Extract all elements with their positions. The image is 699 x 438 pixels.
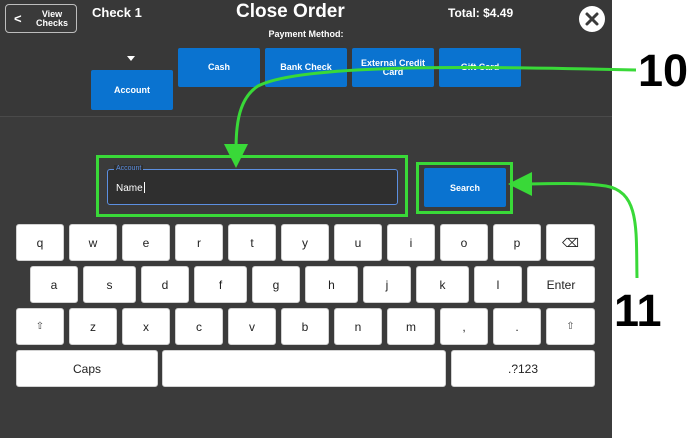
shift-icon: ⇧ (35, 321, 45, 332)
key-symbols[interactable]: .?123 (451, 350, 595, 387)
account-input-value: Name (116, 183, 143, 194)
account-field-legend: Account (114, 165, 144, 173)
key-i[interactable]: i (387, 224, 435, 261)
view-checks-button[interactable]: < View Checks (5, 4, 77, 33)
callout-11: 11 (614, 285, 662, 336)
order-total: Total: $4.49 (448, 6, 514, 20)
key-g[interactable]: g (252, 266, 300, 303)
header: < View Checks Check 1 Close Order Total:… (0, 0, 612, 117)
key-shift-right[interactable]: ⇧ (546, 308, 595, 345)
key-x[interactable]: x (122, 308, 170, 345)
view-checks-label: View Checks (35, 9, 69, 28)
key-v[interactable]: v (228, 308, 276, 345)
key-enter[interactable]: Enter (527, 266, 595, 303)
key-r[interactable]: r (175, 224, 223, 261)
key-j[interactable]: j (363, 266, 411, 303)
key-caps[interactable]: Caps (16, 350, 158, 387)
highlight-box-account (96, 155, 408, 217)
key-d[interactable]: d (141, 266, 189, 303)
key-w[interactable]: w (69, 224, 117, 261)
key-s[interactable]: s (83, 266, 136, 303)
payment-method-label: Payment Method: (268, 29, 344, 39)
key-space[interactable] (162, 350, 446, 387)
key-c[interactable]: c (175, 308, 223, 345)
key-u[interactable]: u (334, 224, 382, 261)
text-caret (143, 182, 145, 193)
callout-10: 10 (638, 45, 689, 96)
key-t[interactable]: t (228, 224, 276, 261)
key-a[interactable]: a (30, 266, 78, 303)
payment-method-cash[interactable]: Cash (178, 48, 260, 87)
key-f[interactable]: f (194, 266, 247, 303)
key-period[interactable]: . (493, 308, 541, 345)
key-y[interactable]: y (281, 224, 329, 261)
key-n[interactable]: n (334, 308, 382, 345)
payment-method-gift-card[interactable]: Gift Card (439, 48, 521, 87)
key-backspace[interactable]: ⌫ (546, 224, 595, 261)
payment-method-account[interactable]: Account (91, 70, 173, 110)
key-l[interactable]: l (474, 266, 522, 303)
key-comma[interactable]: , (440, 308, 488, 345)
selected-indicator-icon (127, 56, 135, 61)
search-button[interactable]: Search (424, 168, 506, 207)
key-p[interactable]: p (493, 224, 541, 261)
key-z[interactable]: z (69, 308, 117, 345)
shift-icon: ⇧ (566, 321, 575, 332)
chevron-left-icon: < (14, 11, 22, 26)
key-shift-left[interactable]: ⇧ (16, 308, 64, 345)
key-e[interactable]: e (122, 224, 170, 261)
account-input[interactable]: Account Name (107, 165, 398, 205)
key-h[interactable]: h (305, 266, 358, 303)
pos-screen: < View Checks Check 1 Close Order Total:… (0, 0, 612, 438)
page-title: Close Order (236, 1, 345, 22)
payment-method-bank-check[interactable]: Bank Check (265, 48, 347, 87)
key-k[interactable]: k (416, 266, 469, 303)
check-label: Check 1 (92, 5, 142, 20)
key-b[interactable]: b (281, 308, 329, 345)
payment-method-external-credit-card[interactable]: External Credit Card (352, 48, 434, 87)
close-button[interactable] (579, 6, 605, 32)
close-icon (585, 12, 599, 26)
backspace-icon: ⌫ (562, 235, 579, 250)
key-o[interactable]: o (440, 224, 488, 261)
key-m[interactable]: m (387, 308, 435, 345)
key-q[interactable]: q (16, 224, 64, 261)
